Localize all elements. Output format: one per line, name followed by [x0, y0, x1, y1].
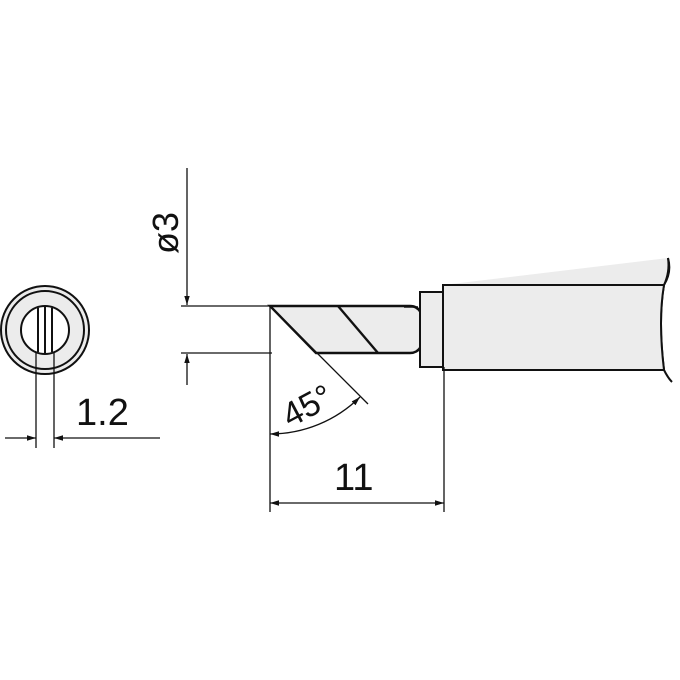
length-label: 11: [334, 457, 373, 499]
tip-collar: [419, 291, 444, 368]
end-view: [0, 285, 160, 448]
bevel-stripe: [337, 305, 379, 354]
angle-construction-line: [269, 305, 369, 405]
diameter-label: ø3: [145, 212, 186, 254]
angle-arc: [269, 396, 361, 437]
slot-width-label: 1.2: [76, 392, 129, 434]
inner-ring: [5, 290, 85, 370]
side-view: [181, 168, 673, 512]
angle-label: 45°: [276, 377, 339, 435]
